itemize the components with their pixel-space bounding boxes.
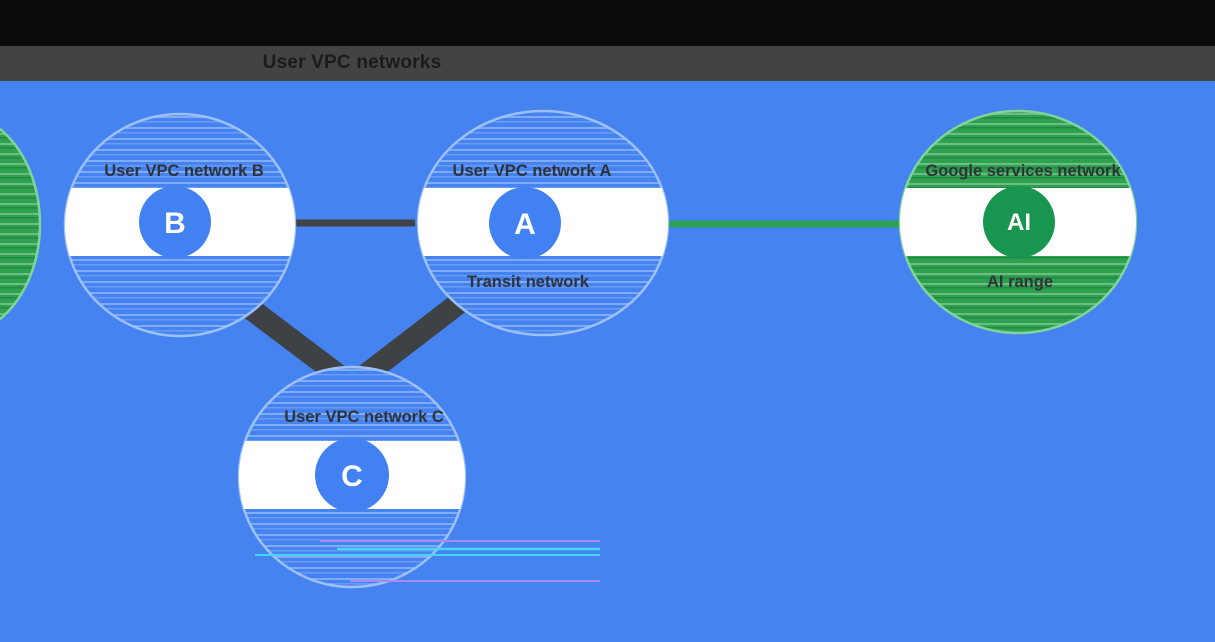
node-letter-b: B (164, 207, 186, 240)
network-node-ai: AI Google services network AI range (898, 109, 1138, 335)
node-letter-a: A (514, 208, 536, 241)
node-label-a: User VPC network A (453, 162, 612, 180)
node-badge-b (139, 186, 211, 258)
top-black-band (0, 0, 1215, 46)
node-letter-ai: AI (1007, 209, 1031, 236)
network-node-c: C User VPC network C (237, 365, 467, 589)
node-badge-ai (983, 186, 1055, 258)
node-sublabel-a: Transit network (467, 273, 590, 291)
node-sublabel-ai: AI range (987, 273, 1053, 291)
clipped-green-cloud-left (0, 127, 42, 321)
artifact-hairlines (255, 540, 600, 582)
node-letter-c: C (341, 460, 363, 493)
node-badge-c (315, 438, 389, 512)
header-band (0, 46, 1215, 81)
network-node-a: A User VPC network A Transit network (416, 109, 670, 337)
node-badge-a (489, 187, 561, 259)
node-label-ai: Google services network (925, 162, 1121, 180)
diagram-title: User VPC networks (262, 52, 442, 73)
network-node-b: B User VPC network B (63, 112, 297, 338)
diagram-canvas: B User VPC network B A User VPC network … (0, 81, 1215, 642)
node-label-c: User VPC network C (284, 408, 444, 426)
node-label-b: User VPC network B (104, 162, 264, 180)
